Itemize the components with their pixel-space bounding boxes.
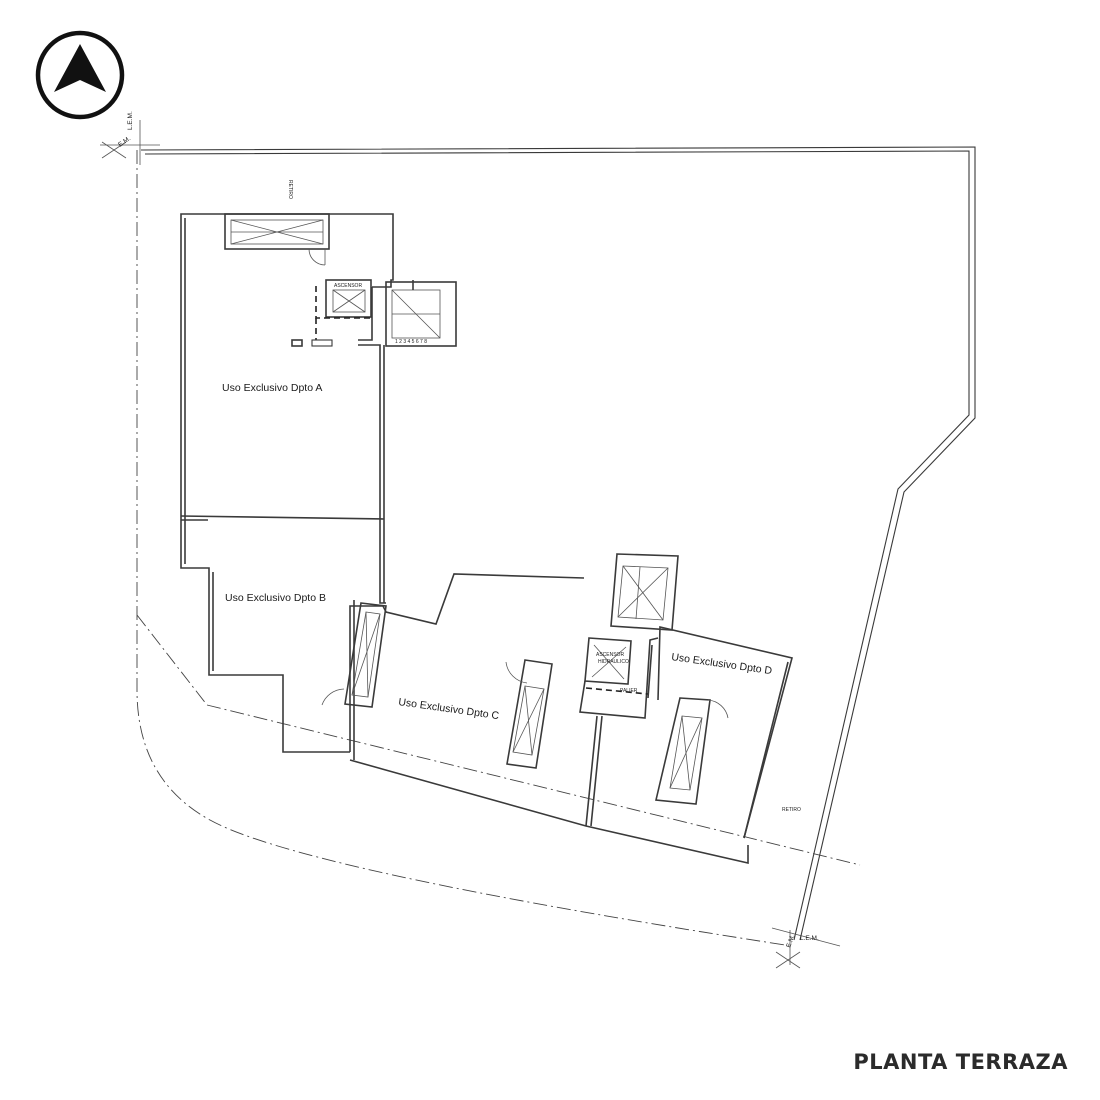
retiro-label-top: RETIRO	[287, 180, 293, 199]
lem-label-top: L.E.M.	[127, 111, 134, 130]
stair-numbers: 1 2 3 4 5 6 7 8	[395, 339, 427, 345]
wing-a-b-walls	[180, 213, 394, 753]
stair-dpto-c	[505, 659, 553, 769]
wing-c-d-walls	[349, 573, 793, 865]
palier-label: PALIER	[620, 688, 638, 694]
room-label-dpto-a: Uso Exclusivo Dpto A	[222, 382, 322, 394]
core-bottom: ASCENSOR HIDRAULICO PALIER	[579, 553, 679, 719]
stair-dpto-d	[655, 697, 729, 805]
elevator-sub-bottom: HIDRAULICO	[598, 659, 629, 665]
core-top: ASCENSOR 1 2 3 4 5 6 7 8	[291, 279, 457, 347]
room-label-dpto-d: Uso Exclusivo Dpto D	[671, 651, 774, 677]
lem-label-bottom: L.E.M.	[800, 935, 819, 942]
stair-wing-b	[321, 602, 387, 708]
elevator-label-bottom: ASCENSOR	[596, 652, 624, 658]
lem-marker-bottom: L.E.M. E.M.	[775, 930, 819, 969]
elevator-label-top: ASCENSOR	[334, 283, 362, 289]
room-label-dpto-b: Uso Exclusivo Dpto B	[225, 592, 326, 604]
stair-top-left	[224, 213, 330, 266]
setback-lines	[100, 144, 861, 947]
plan-title: PLANTA TERRAZA	[853, 1050, 1068, 1074]
lem-marker-top: L.E.M. E.M.	[101, 111, 141, 165]
room-label-dpto-c: Uso Exclusivo Dpto C	[398, 696, 501, 722]
retiro-label-right: RETIRO	[782, 807, 801, 813]
em-label-bottom: E.M.	[785, 934, 796, 949]
property-boundary	[140, 146, 976, 941]
north-arrow-icon	[35, 30, 125, 120]
em-label-top: E.M.	[117, 135, 132, 149]
